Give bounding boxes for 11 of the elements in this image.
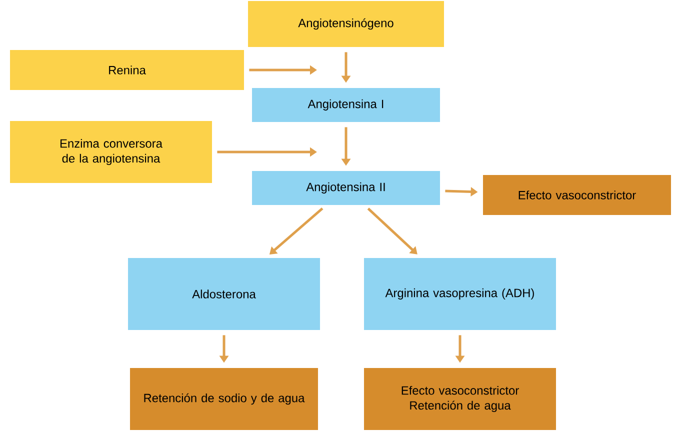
- process-box: Enzima conversora de la angiotensina: [10, 121, 212, 183]
- process-box: Renina: [10, 50, 244, 90]
- process-box: Angiotensina II: [252, 171, 440, 205]
- process-box: Efecto vasoconstrictor Retención de agua: [364, 368, 556, 430]
- process-box: Aldosterona: [128, 258, 320, 330]
- process-box: Arginina vasopresina (ADH): [364, 258, 556, 330]
- arrow: [367, 208, 418, 254]
- process-box: Angiotensina I: [252, 88, 440, 122]
- process-box: Retención de sodio y de agua: [130, 368, 318, 430]
- process-box: Angiotensinógeno: [248, 1, 444, 47]
- process-box: Efecto vasoconstrictor: [483, 175, 671, 215]
